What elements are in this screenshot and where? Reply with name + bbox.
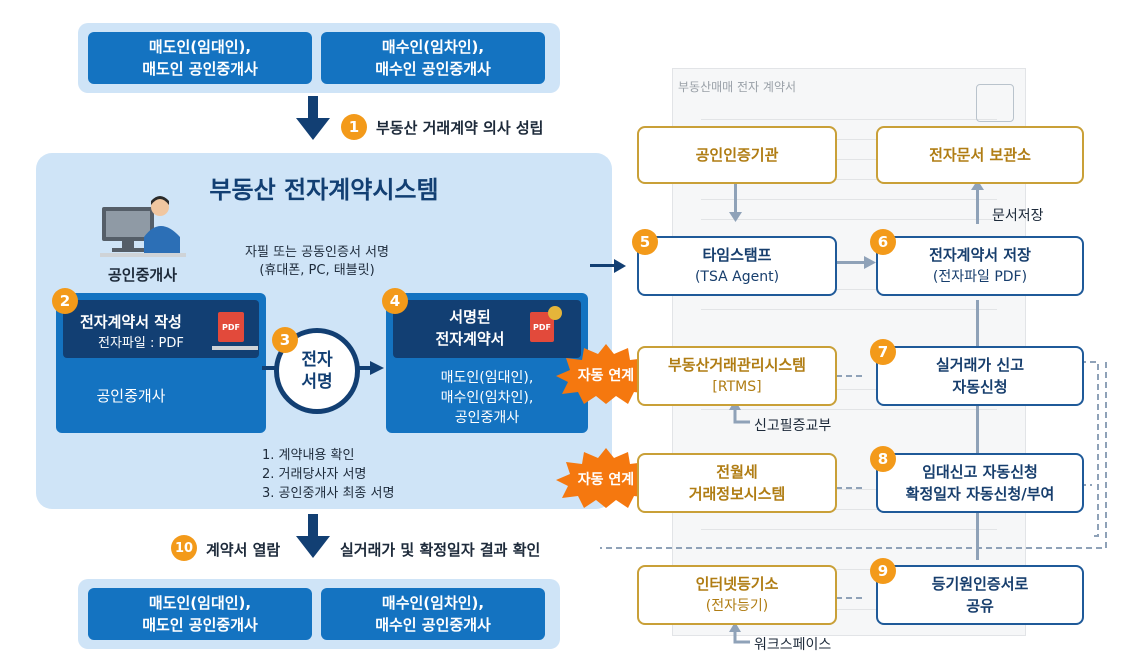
right-connectors [600,180,1107,644]
checklist: 1. 계약내용 확인 2. 거래당사자 서명 3. 공인중개사 최종 서명 [262,448,395,501]
rent-info-system-box: 전월세 거래정보시스템 [637,453,837,513]
seal-icon [548,306,562,320]
contract-store-box: 전자계약서 저장 (전자파일 PDF) [876,236,1084,296]
rtms-note: 신고필증교부 [754,418,832,434]
step4-parties: 매도인(임대인), 매수인(임차인), 공인중개사 [440,370,534,426]
down-arrow-2 [296,514,330,558]
step7-badge: 7 [870,339,896,365]
top-seller-box: 매도인(임대인), 매도인 공인중개사 [88,32,312,84]
step4-title: 서명된 전자계약서 [435,308,505,348]
real-price-report-box: 실거래가 신고 자동신청 [876,346,1084,406]
agent-illustration [100,196,186,257]
step2-title: 전자계약서 작성 [80,313,182,331]
cert-authority-box: 공인인증기관 [637,126,837,184]
archive-note: 문서저장 [992,208,1044,224]
laptop-icon [212,346,258,350]
document-stamp [976,84,1014,122]
down-arrow-1 [296,96,330,140]
step2-pdf-icon: PDF [218,312,244,342]
document-title: 부동산매매 전자 계약서 [678,80,797,94]
step1-badge: 1 [341,114,367,140]
agent-label: 공인중개사 [108,266,178,284]
step1-label: 부동산 거래계약 의사 성립 [376,119,544,137]
step8-badge: 8 [870,446,896,472]
step2-badge: 2 [52,288,78,314]
registry-note: 워크스페이스 [754,637,832,653]
top-buyer-box: 매수인(임차인), 매수인 공인중개사 [321,32,545,84]
bottom-buyer-box: 매수인(임차인), 매수인 공인중개사 [321,588,545,640]
result-label: 실거래가 및 확정일자 결과 확인 [340,541,541,559]
auto-link-1: 자동 연계 [577,368,635,384]
arrow-to-tsa [590,259,626,273]
auto-link-burst-2 [556,448,656,508]
rtms-box: 부동산거래관리시스템 [RTMS] [637,346,837,406]
auto-link-2: 자동 연계 [577,472,635,488]
step5-badge: 5 [632,229,658,255]
step10-label: 계약서 열람 [206,541,281,559]
archive-box: 전자문서 보관소 [876,126,1084,184]
step3-circle: 전자 서명 [274,328,360,414]
auto-link-burst-1 [556,344,656,404]
step4-badge: 4 [382,288,408,314]
step9-badge: 9 [870,558,896,584]
system-title: 부동산 전자계약시스템 [209,176,439,204]
step2-footer: 공인중개사 [96,387,166,405]
step3-badge: 3 [272,327,298,353]
step10-badge: 10 [171,535,197,561]
step2-sub: 전자파일 : PDF [98,336,184,351]
bottom-seller-box: 매도인(임대인), 매도인 공인중개사 [88,588,312,640]
tsa-box: 타임스탬프 (TSA Agent) [637,236,837,296]
internet-registry-box: 인터넷등기소 (전자등기) [637,565,837,625]
registry-share-box: 등기원인증서로 공유 [876,565,1084,625]
sign-note: 자필 또는 공동인증서 서명 (휴대폰, PC, 태블릿) [245,245,389,278]
lease-report-box: 임대신고 자동신청 확정일자 자동신청/부여 [876,453,1084,513]
step6-badge: 6 [870,229,896,255]
